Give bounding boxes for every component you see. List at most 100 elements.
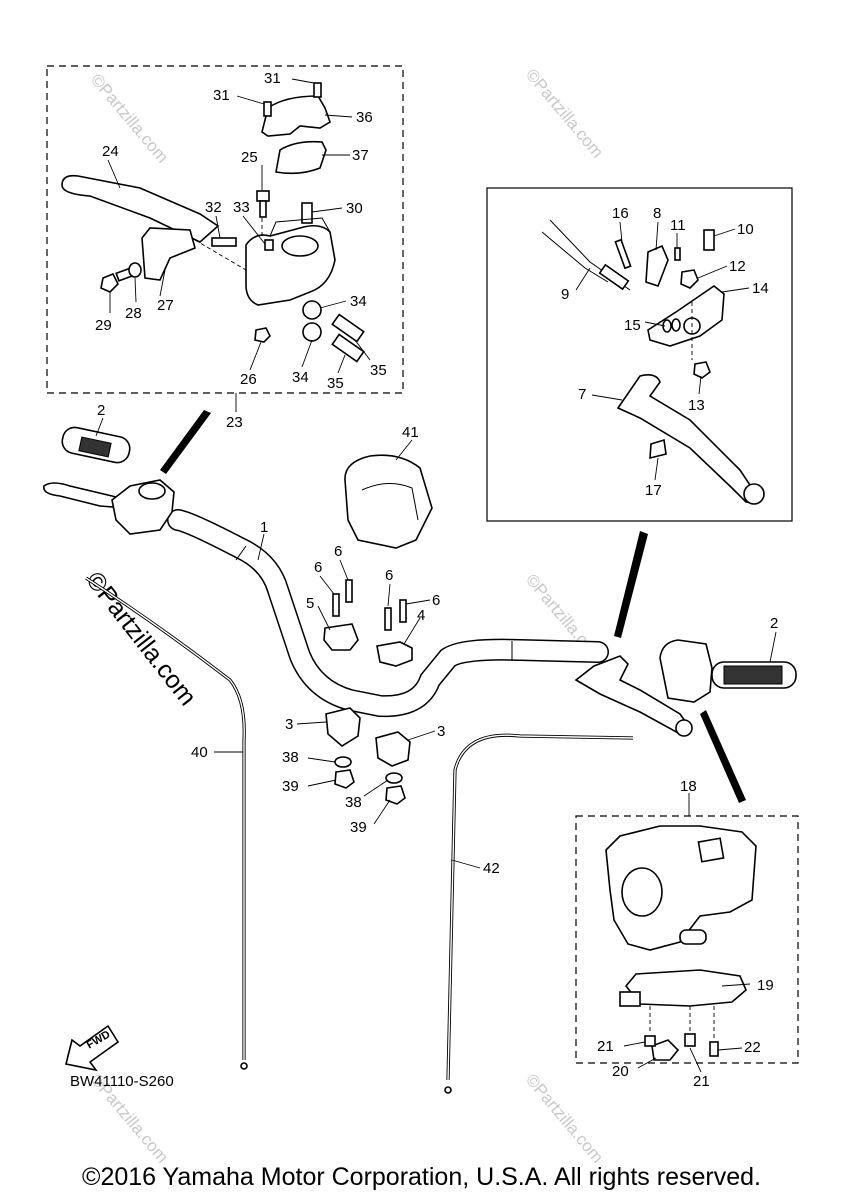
callout-41: 41 <box>402 424 419 441</box>
callout-10: 10 <box>737 221 754 238</box>
switch-lower-19 <box>624 969 747 1007</box>
callout-31b: 31 <box>213 87 230 104</box>
callout-31a: 31 <box>264 70 281 87</box>
callout-16: 16 <box>612 205 629 222</box>
pointer-right-bottom <box>700 710 746 803</box>
watermark-5: ©Partzilla.com <box>522 1070 607 1166</box>
bolt-25-shank <box>259 200 267 218</box>
cover-41-detail <box>361 483 419 521</box>
callout-21a: 21 <box>597 1038 614 1055</box>
holder-14 <box>647 285 725 347</box>
screw-31b <box>263 101 272 117</box>
washer-34b <box>302 322 322 342</box>
clutch-lever-ball <box>675 719 693 737</box>
callout-23: 23 <box>226 414 243 431</box>
callout-2b: 2 <box>770 615 778 632</box>
callout-21b: 21 <box>693 1073 710 1090</box>
inset-handlebar-switch <box>575 793 799 1073</box>
callout-33: 33 <box>233 199 250 216</box>
callout-26: 26 <box>240 371 257 388</box>
callout-15: 15 <box>624 317 641 334</box>
lever-24 <box>61 174 220 243</box>
callout-6a: 6 <box>334 543 342 560</box>
callout-38b: 38 <box>345 794 362 811</box>
bolt-6b <box>345 579 353 603</box>
holder-3-right <box>375 731 411 767</box>
callout-8: 8 <box>653 205 661 222</box>
screw-31a <box>313 82 322 98</box>
pin-32 <box>211 237 237 247</box>
bolt-29 <box>100 272 119 293</box>
screw-22 <box>709 1041 719 1057</box>
bolt-6a <box>332 593 340 617</box>
callout-35a: 35 <box>370 362 387 379</box>
cable-42 <box>446 733 634 1081</box>
switch-wire-9b <box>541 231 609 283</box>
bolt-12 <box>680 269 699 289</box>
clip-15b <box>671 318 681 332</box>
holder-3-left <box>325 707 361 747</box>
screw-10 <box>703 229 715 251</box>
callout-42: 42 <box>483 860 500 877</box>
bolt-30 <box>301 202 313 224</box>
nut-13 <box>693 361 711 379</box>
reservoir-top <box>269 217 331 237</box>
callout-40: 40 <box>191 744 208 761</box>
nut-26 <box>254 327 271 343</box>
callout-27: 27 <box>157 297 174 314</box>
callout-25: 25 <box>241 149 258 166</box>
lever-7 <box>616 374 756 504</box>
nut-39-left <box>334 769 355 789</box>
callout-3b: 3 <box>437 723 445 740</box>
watermark-2: ©Partzilla.com <box>522 65 607 161</box>
watermark-main: ©Partzilla.com <box>80 566 202 711</box>
holder-4 <box>376 641 413 667</box>
callout-39a: 39 <box>282 778 299 795</box>
screw-21b <box>684 1033 696 1047</box>
lever-7-ball <box>743 483 765 505</box>
cover-36 <box>261 95 331 137</box>
screw-20 <box>651 1039 680 1061</box>
callout-20: 20 <box>612 1063 629 1080</box>
diaphragm-37 <box>275 140 327 175</box>
watermark-1: ©Partzilla.com <box>87 70 172 166</box>
main-assembly <box>43 417 797 1094</box>
callout-11: 11 <box>670 217 686 234</box>
nut-33 <box>264 239 274 251</box>
washer-28 <box>128 262 142 278</box>
callout-34a: 34 <box>350 293 367 310</box>
callout-35b: 35 <box>327 375 344 392</box>
grip-2-right-pattern <box>723 665 783 685</box>
bolt-6d <box>399 599 407 623</box>
adjuster-8 <box>645 244 669 288</box>
callout-28: 28 <box>125 305 142 322</box>
callout-32: 32 <box>205 199 222 216</box>
bolt-25-head <box>256 190 270 202</box>
callout-24: 24 <box>102 143 119 160</box>
callout-6c: 6 <box>385 567 393 584</box>
inset-box-bottom <box>575 815 799 1064</box>
callouts: 31 31 36 37 24 25 32 33 30 34 27 28 29 3… <box>95 70 778 1090</box>
grip-2-left-pattern <box>78 436 112 458</box>
callout-3a: 3 <box>285 716 293 733</box>
callout-37: 37 <box>352 147 369 164</box>
inset-box-left <box>46 65 404 394</box>
callout-17: 17 <box>645 482 662 499</box>
callout-12: 12 <box>729 258 746 275</box>
bolt-35a <box>331 313 365 343</box>
callout-14: 14 <box>752 280 769 297</box>
callout-6d: 6 <box>432 592 440 609</box>
diagram-code: BW41110-S260 <box>70 1073 174 1090</box>
callout-22: 22 <box>744 1039 761 1056</box>
bolt-6c <box>384 607 392 631</box>
bracket-27 <box>141 227 196 281</box>
callout-9: 9 <box>561 286 569 303</box>
bushing-17 <box>649 438 667 460</box>
callout-4: 4 <box>417 607 425 624</box>
callout-38a: 38 <box>282 749 299 766</box>
callout-29: 29 <box>95 317 112 334</box>
switch-9 <box>598 263 630 291</box>
switch-button <box>697 837 725 863</box>
fwd-arrow-shape <box>65 1024 120 1072</box>
